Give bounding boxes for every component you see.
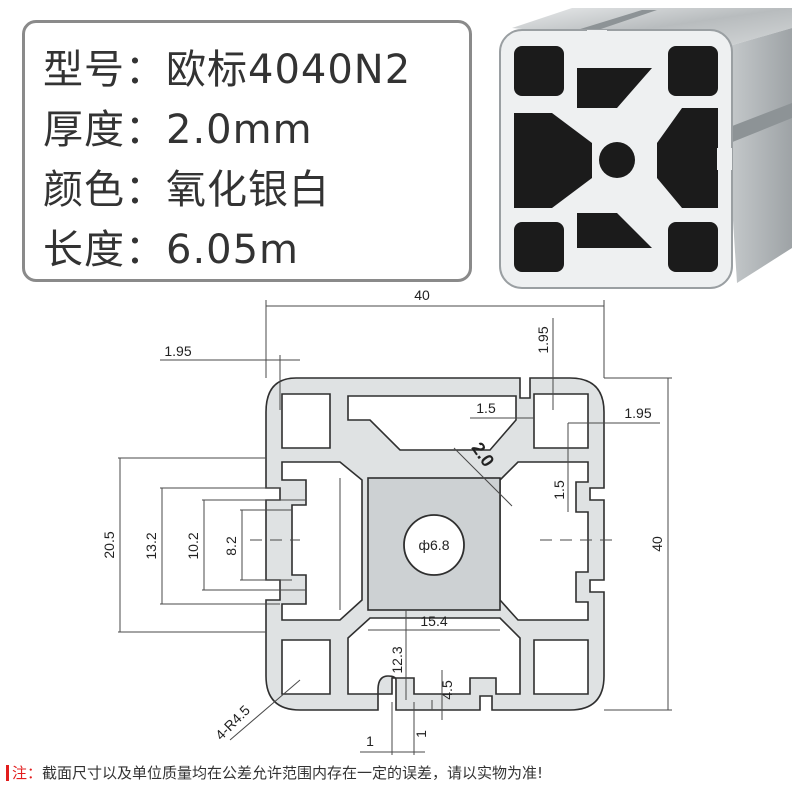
note-label: 注： [12, 764, 43, 782]
dim-gap-right: 1.5 [551, 480, 567, 500]
dim-bottom-1-a: 1 [366, 733, 374, 749]
spec-length: 长度：6.05m [43, 227, 300, 273]
dim-20-5: 20.5 [101, 531, 117, 558]
dim-8-2: 8.2 [223, 536, 239, 556]
dim-gap-top: 1.5 [476, 400, 496, 416]
spec-model: 型号：欧标4040N2 [43, 47, 412, 93]
spec-box: 型号：欧标4040N2 厚度：2.0mm 颜色：氧化银白 长度：6.05m [22, 20, 472, 282]
dim-center-15-4: 15.4 [420, 613, 447, 629]
dim-10-2: 10.2 [185, 532, 201, 559]
dim-height-right: 40 [649, 536, 665, 552]
spec-thickness: 厚度：2.0mm [43, 107, 313, 153]
center-hole [403, 514, 465, 576]
profile-photo [499, 8, 792, 289]
dim-width-top: 40 [414, 287, 430, 303]
spec-color: 颜色：氧化银白 [43, 167, 330, 213]
dim-slot-depth-top: 1.95 [535, 326, 551, 353]
dim-13-2: 13.2 [143, 532, 159, 559]
dimension-lines [118, 300, 672, 755]
dim-hole: ф6.8 [419, 537, 450, 553]
profile-section [265, 377, 605, 711]
note-text: 截面尺寸以及单位质量均在公差允许范围内存在一定的误差，请以实物为准! [42, 764, 544, 782]
profile-right-side [722, 28, 792, 283]
dim-wall-right: 1.95 [624, 405, 651, 421]
dim-slot-12-3: 12.3 [389, 646, 405, 673]
footer-note: 注：截面尺寸以及单位质量均在公差允许范围内存在一定的误差，请以实物为准! [6, 762, 543, 783]
dim-slot-4-5: 4.5 [439, 680, 455, 700]
dim-bottom-1-b: 1 [413, 730, 429, 738]
note-marker [6, 765, 9, 781]
dim-slot-open-left: 1.95 [164, 343, 191, 359]
dim-corner-radius: 4-R4.5 [212, 702, 253, 743]
cross-section-drawing: 40 40 1.95 1.95 1.95 1.5 1.5 2.0 20.5 13… [101, 287, 672, 755]
